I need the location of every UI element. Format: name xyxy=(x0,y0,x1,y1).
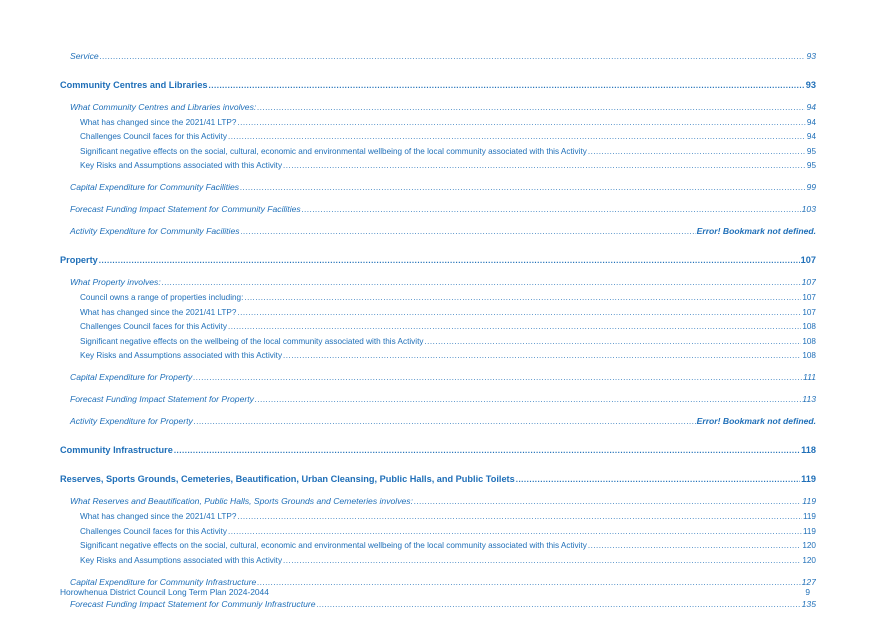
toc-entry-challenges[interactable]: Challenges Council faces for this Activi… xyxy=(60,131,816,143)
toc-entry-capex-community-facilities[interactable]: Capital Expenditure for Community Facili… xyxy=(60,181,816,194)
toc-entry-what-community-centres-involves[interactable]: What Community Centres and Libraries inv… xyxy=(60,101,816,114)
toc-entry-what-has-changed[interactable]: What has changed since the 2021/41 LTP?9… xyxy=(60,117,816,129)
toc-entry-key-risks[interactable]: Key Risks and Assumptions associated wit… xyxy=(60,160,816,172)
footer-document-title: Horowhenua District Council Long Term Pl… xyxy=(60,587,269,597)
toc-entry-what-has-changed[interactable]: What has changed since the 2021/41 LTP?1… xyxy=(60,511,816,523)
toc-entry-service[interactable]: Service93 xyxy=(60,50,816,63)
toc-entry-challenges[interactable]: Challenges Council faces for this Activi… xyxy=(60,526,816,538)
toc-entry-activity-exp-community-facilities[interactable]: Activity Expenditure for Community Facil… xyxy=(60,225,816,238)
toc-entry-what-has-changed[interactable]: What has changed since the 2021/41 LTP?1… xyxy=(60,307,816,319)
toc-entry-significant-negative-effects[interactable]: Significant negative effects on the soci… xyxy=(60,146,816,158)
toc-entry-fis-property[interactable]: Forecast Funding Impact Statement for Pr… xyxy=(60,393,816,406)
toc-entry-community-infrastructure[interactable]: Community Infrastructure118 xyxy=(60,444,816,457)
toc-entry-fis-community-infrastructure[interactable]: Forecast Funding Impact Statement for Co… xyxy=(60,598,816,611)
toc-entry-reserves-sports-grounds[interactable]: Reserves, Sports Grounds, Cemeteries, Be… xyxy=(60,473,816,486)
toc-entry-what-reserves-involves[interactable]: What Reserves and Beautification, Public… xyxy=(60,495,816,508)
toc-entry-fis-community-facilities[interactable]: Forecast Funding Impact Statement for Co… xyxy=(60,203,816,216)
toc-entry-activity-exp-property[interactable]: Activity Expenditure for PropertyError! … xyxy=(60,415,816,428)
toc-entry-property[interactable]: Property107 xyxy=(60,254,816,267)
toc-entry-key-risks[interactable]: Key Risks and Assumptions associated wit… xyxy=(60,350,816,362)
page-footer: Horowhenua District Council Long Term Pl… xyxy=(60,587,816,597)
toc-entry-capex-property[interactable]: Capital Expenditure for Property111 xyxy=(60,371,816,384)
footer-page-number: 9 xyxy=(805,587,810,597)
toc-entry-community-centres-libraries[interactable]: Community Centres and Libraries93 xyxy=(60,79,816,92)
table-of-contents: Service93 Community Centres and Librarie… xyxy=(60,50,816,611)
toc-entry-significant-negative-effects[interactable]: Significant negative effects on the soci… xyxy=(60,540,816,552)
toc-entry-capex-community-infrastructure[interactable]: Capital Expenditure for Community Infras… xyxy=(60,576,816,589)
toc-entry-challenges[interactable]: Challenges Council faces for this Activi… xyxy=(60,321,816,333)
toc-entry-what-property-involves[interactable]: What Property involves:107 xyxy=(60,276,816,289)
toc-entry-key-risks[interactable]: Key Risks and Assumptions associated wit… xyxy=(60,555,816,567)
toc-entry-significant-negative-effects[interactable]: Significant negative effects on the well… xyxy=(60,336,816,348)
toc-entry-council-owns-properties[interactable]: Council owns a range of properties inclu… xyxy=(60,292,816,304)
